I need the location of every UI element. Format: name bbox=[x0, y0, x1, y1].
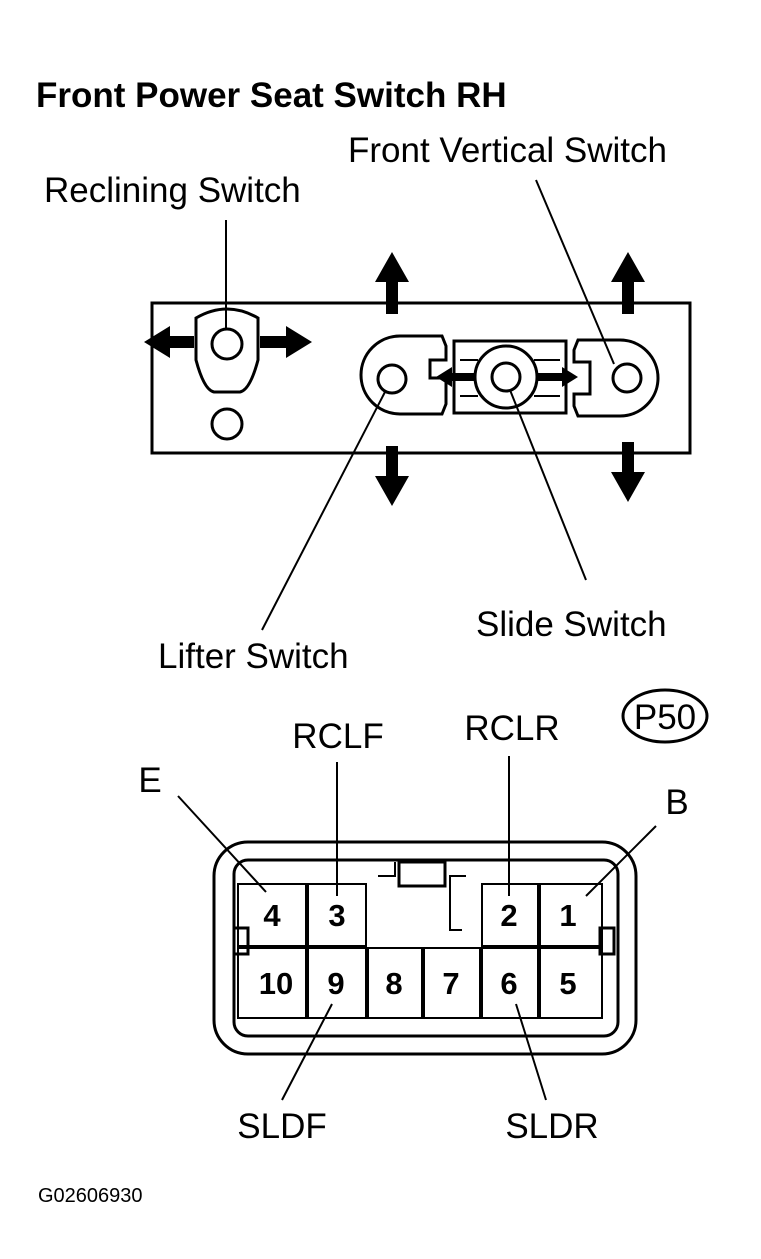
pin-6: 6 bbox=[500, 966, 517, 1001]
connector-id: P50 bbox=[634, 698, 696, 737]
front-vertical-switch-label: Front Vertical Switch bbox=[348, 131, 667, 170]
vertical-up-arrow-icon bbox=[611, 252, 645, 314]
vertical-down-arrow-icon bbox=[611, 442, 645, 502]
pin-3: 3 bbox=[328, 898, 345, 933]
diagram-title: Front Power Seat Switch RH bbox=[36, 76, 507, 115]
slide-leader bbox=[509, 389, 587, 581]
connector-id-oval bbox=[621, 688, 709, 744]
signal-rclr: RCLR bbox=[464, 709, 559, 748]
signal-e-leader bbox=[177, 795, 267, 893]
pin-10: 10 bbox=[259, 966, 293, 1001]
slide-switch-label: Slide Switch bbox=[476, 605, 667, 644]
slide-arrow-right-icon bbox=[538, 367, 578, 387]
pin-1: 1 bbox=[559, 898, 576, 933]
signal-sldr: SLDR bbox=[505, 1107, 598, 1146]
pin-8: 8 bbox=[385, 966, 402, 1001]
lifter-down-arrow-icon bbox=[375, 446, 409, 506]
pin-4: 4 bbox=[263, 898, 281, 933]
signal-sldr-leader bbox=[515, 1003, 547, 1101]
switch-body bbox=[150, 301, 692, 455]
front-vertical-knob bbox=[572, 338, 660, 418]
signal-sldf: SLDF bbox=[237, 1107, 326, 1146]
signal-rclf: RCLF bbox=[292, 717, 383, 756]
connector: P50 4 3 2 1 10 9 8 7 6 5 bbox=[212, 688, 709, 1056]
pin-5: 5 bbox=[559, 966, 576, 1001]
pin-9: 9 bbox=[327, 966, 344, 1001]
signal-b: B bbox=[665, 783, 688, 822]
signal-sldf-leader bbox=[281, 1003, 333, 1101]
slide-arrow-left-icon bbox=[436, 367, 476, 387]
signal-e: E bbox=[138, 761, 161, 800]
pin-7: 7 bbox=[442, 966, 459, 1001]
connector-latch bbox=[397, 860, 447, 888]
arrow-left-icon bbox=[144, 326, 194, 358]
connector-shell bbox=[212, 840, 638, 1056]
arrow-right-icon bbox=[260, 326, 312, 358]
lifter-knob bbox=[359, 334, 448, 416]
lifter-up-arrow-icon bbox=[375, 252, 409, 314]
pin-2: 2 bbox=[500, 898, 517, 933]
switch-assembly bbox=[144, 252, 692, 506]
signal-b-leader bbox=[585, 825, 657, 897]
lifter-switch-label: Lifter Switch bbox=[158, 637, 349, 676]
figure-code: G02606930 bbox=[38, 1185, 143, 1207]
lifter-leader bbox=[261, 389, 387, 631]
reclining-switch-label: Reclining Switch bbox=[44, 171, 301, 210]
front-vertical-leader bbox=[535, 179, 615, 365]
